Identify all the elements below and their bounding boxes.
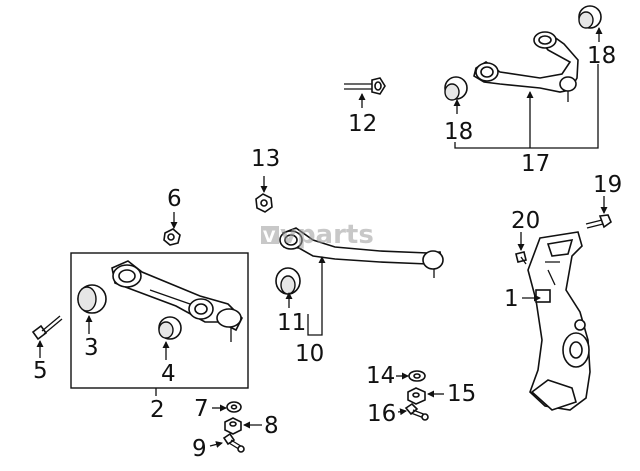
callout-7: 7 [194,396,209,422]
bolt-12 [344,77,386,95]
callout-12: 12 [348,111,377,137]
callout-17: 17 [521,151,550,177]
callout-14: 14 [366,363,395,389]
bushing-18-lower [444,76,468,101]
bushing-4 [158,316,182,340]
bolt-20 [515,251,527,265]
callout-18-upper: 18 [587,43,616,69]
nut-6 [163,228,181,246]
callout-1: 1 [504,286,519,312]
callout-19: 19 [593,172,622,198]
watermark-text: vparts [280,220,374,250]
callout-5: 5 [33,358,48,384]
callout-3: 3 [84,335,99,361]
callout-6: 6 [167,186,182,212]
bolt-9 [222,432,245,453]
nut-8 [224,417,242,435]
washer-7 [226,401,242,413]
callout-16: 16 [367,401,396,427]
bolt-5 [31,315,63,341]
watermark-logo-letter: V [263,227,276,246]
upper-control-arm-17 [473,31,579,102]
bushing-3 [77,284,107,314]
callout-8: 8 [264,413,279,439]
steering-knuckle [527,231,591,411]
callout-13: 13 [251,146,280,172]
leader-10 [307,256,326,336]
callout-9: 9 [192,436,207,462]
callout-10: 10 [295,341,324,367]
leader-9 [209,441,223,448]
callout-2: 2 [150,397,165,423]
callout-4: 4 [161,361,176,387]
callout-15: 15 [447,381,476,407]
callout-18-lower: 18 [444,119,473,145]
nut-15 [407,387,426,405]
lateral-arm-10 [279,227,444,278]
callout-20: 20 [511,208,540,234]
washer-14 [408,370,426,382]
lower-control-arm [111,260,243,342]
part-group-box-2 [70,252,249,389]
bushing-11 [275,267,301,295]
vparts-watermark: V vparts [261,220,374,250]
bushing-18-upper [578,5,602,29]
bolt-16 [404,402,429,421]
callout-11: 11 [277,310,306,336]
leader-17-bracket [454,64,599,149]
nut-13 [255,193,273,213]
leader-16 [397,408,407,416]
bolt-19 [585,214,612,229]
